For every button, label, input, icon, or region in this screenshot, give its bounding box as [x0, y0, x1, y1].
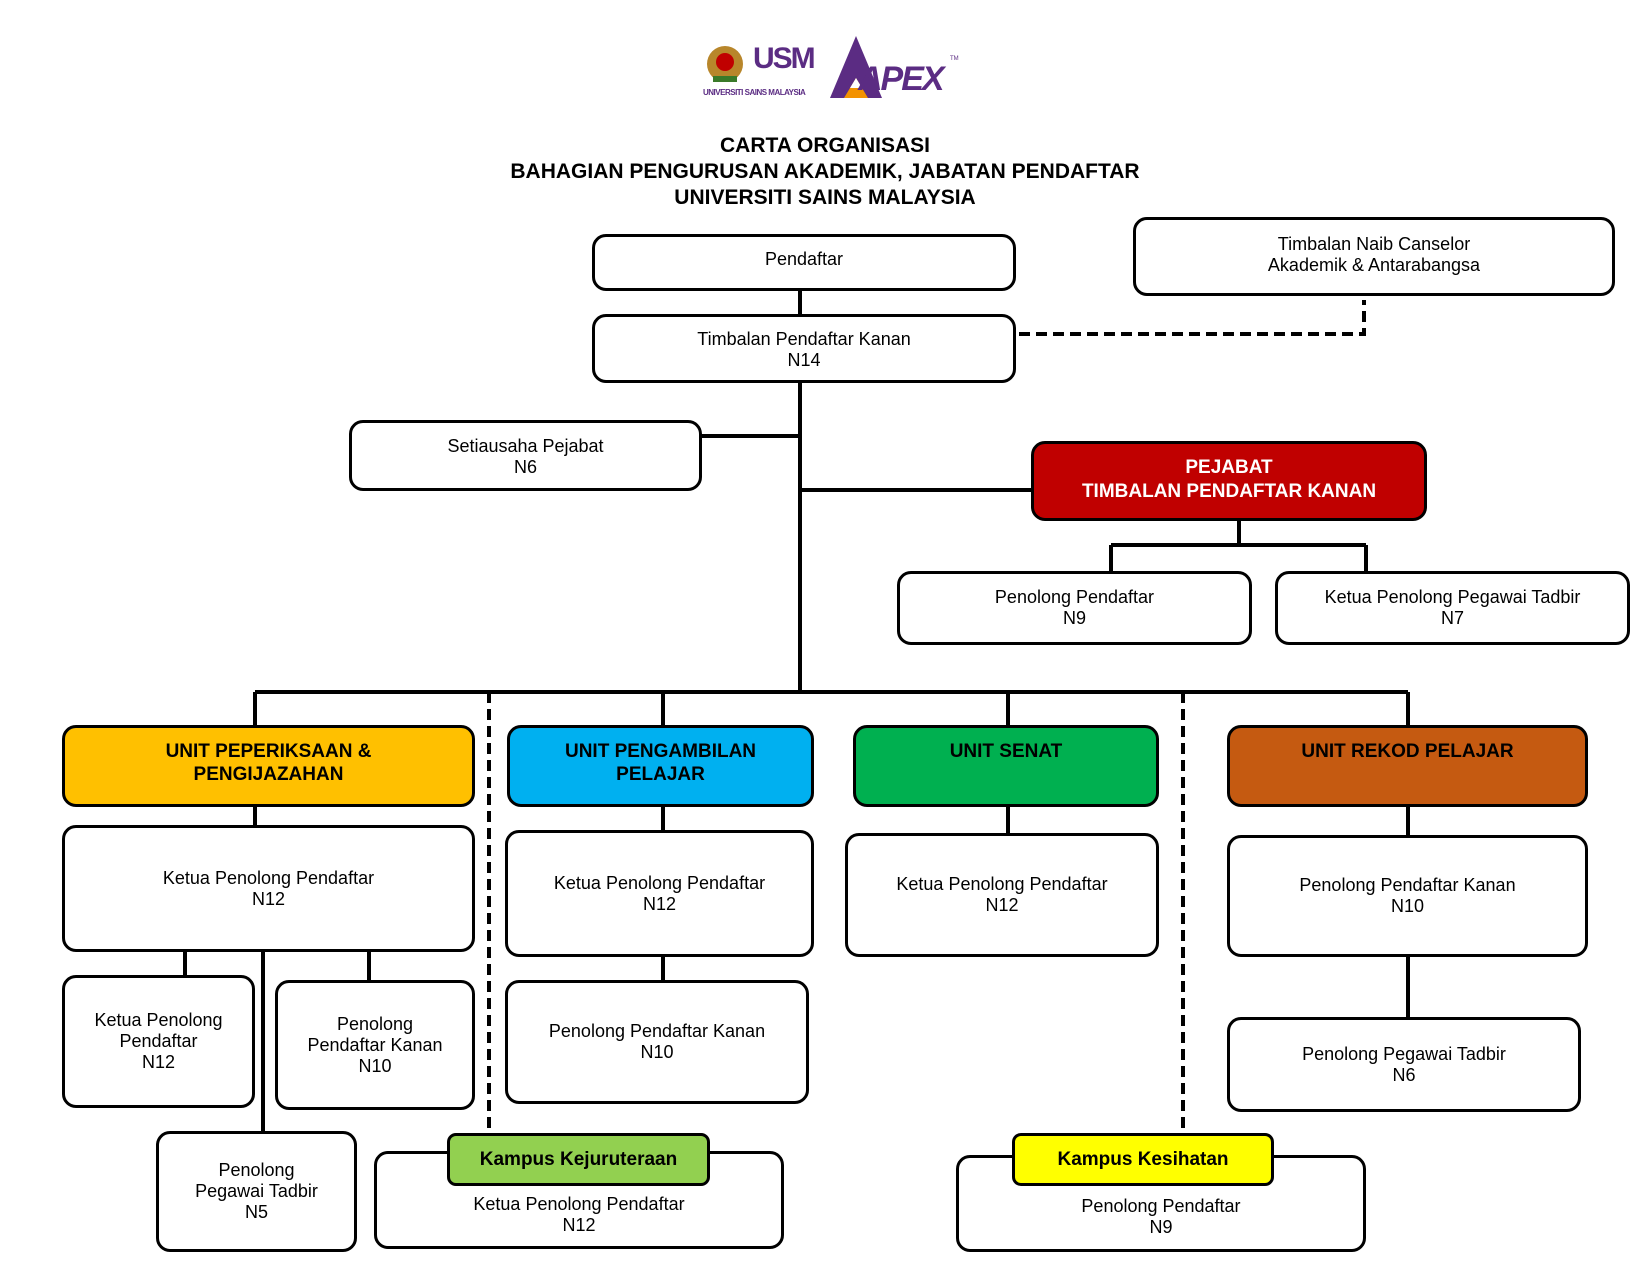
node-grade: N14 [787, 350, 821, 370]
campus-kejuruteraan-staff: Ketua Penolong Pendaftar N12 [374, 1151, 784, 1249]
node-title: Penolong Pendaftar [994, 587, 1155, 607]
node-title: Pendaftar [764, 249, 844, 269]
node-title: Penolong Pendaftar Kanan [548, 1021, 766, 1041]
node-grade: N12 [642, 893, 677, 914]
unit1-head: Ketua Penolong Pendaftar N12 [62, 825, 475, 952]
unit-name: UNIT REKOD PELAJAR [1301, 741, 1514, 762]
chart-title-line2: BAHAGIAN PENGURUSAN AKADEMIK, JABATAN PE… [510, 160, 1140, 183]
node-title: Penolong Pendaftar [1081, 1196, 1241, 1216]
node-title: Ketua Penolong Pegawai Tadbir [1324, 587, 1581, 607]
node-setiausaha-pejabat: Setiausaha Pejabat N6 [349, 420, 702, 491]
node-title: Ketua Penolong Pendaftar [94, 1010, 223, 1051]
node-title: Penolong Pendaftar Kanan [1299, 875, 1516, 895]
node-grade: N9 [1149, 1217, 1173, 1237]
unit-peperiksaan: UNIT PEPERIKSAAN & PENGIJAZAHAN [62, 725, 475, 807]
node-title: Timbalan Naib Canselor Akademik & Antara… [1267, 234, 1481, 275]
apex-logo: APEX TM [822, 32, 962, 104]
usm-logo: USM UNIVERSITI SAINS MALAYSIA [703, 36, 816, 102]
usm-wordmark: USM [753, 42, 816, 75]
unit-pengambilan: UNIT PENGAMBILAN PELAJAR [507, 725, 814, 807]
unit-name: UNIT PENGAMBILAN PELAJAR [564, 741, 757, 785]
usm-subtitle: UNIVERSITI SAINS MALAYSIA [703, 88, 806, 97]
node-title: PEJABAT TIMBALAN PENDAFTAR KANAN [1081, 457, 1377, 502]
node-grade: N12 [985, 895, 1019, 915]
node-title: Ketua Penolong Pendaftar [553, 872, 766, 893]
node-title: Penolong Pegawai Tadbir [195, 1160, 318, 1201]
node-grade: N12 [562, 1215, 596, 1235]
usm-crest-icon [707, 46, 743, 82]
node-grade: N10 [358, 1055, 392, 1076]
unit-name: UNIT SENAT [949, 741, 1063, 762]
unit4-head: Penolong Pendaftar Kanan N10 [1227, 835, 1588, 957]
unit-rekod-pelajar: UNIT REKOD PELAJAR [1227, 725, 1588, 807]
node-grade: N7 [1440, 608, 1464, 628]
apex-tm: TM [950, 56, 959, 62]
node-grade: N10 [640, 1042, 674, 1062]
apex-logo-icon [830, 36, 882, 98]
node-grade: N6 [1392, 1064, 1416, 1085]
node-title: Setiausaha Pejabat [447, 436, 604, 456]
chart-title-line1: CARTA ORGANISASI [720, 134, 930, 157]
unit1-staff-penolong-kanan: Penolong Pendaftar Kanan N10 [275, 980, 475, 1110]
unit-name: UNIT PEPERIKSAAN & PENGIJAZAHAN [165, 741, 372, 785]
apex-wordmark: APEX [858, 60, 945, 98]
node-grade: N6 [513, 457, 537, 477]
unit1-staff-ketua-penolong: Ketua Penolong Pendaftar N12 [62, 975, 255, 1108]
unit3-head: Ketua Penolong Pendaftar N12 [845, 833, 1159, 957]
campus-kesihatan-label: Kampus Kesihatan [1012, 1133, 1274, 1186]
node-pejabat-tpk: PEJABAT TIMBALAN PENDAFTAR KANAN [1031, 441, 1427, 521]
unit2-staff-penolong-kanan: Penolong Pendaftar Kanan N10 [505, 980, 809, 1104]
node-title: Penolong Pendaftar Kanan [307, 1013, 443, 1055]
node-title: Ketua Penolong Pendaftar [896, 874, 1108, 894]
unit4-staff-penolong-pegawai-tadbir: Penolong Pegawai Tadbir N6 [1227, 1017, 1581, 1112]
node-grade: N10 [1390, 896, 1425, 916]
node-title: Ketua Penolong Pendaftar [162, 867, 375, 888]
node-grade: N9 [1062, 608, 1086, 628]
node-title: Timbalan Pendaftar Kanan [697, 329, 911, 349]
node-timbalan-naib-canselor: Timbalan Naib Canselor Akademik & Antara… [1133, 217, 1615, 296]
node-grade: N5 [244, 1202, 268, 1222]
unit2-head: Ketua Penolong Pendaftar N12 [505, 830, 814, 957]
node-grade: N12 [141, 1052, 176, 1072]
node-title: Penolong Pegawai Tadbir [1302, 1043, 1506, 1064]
node-pendaftar: Pendaftar [592, 234, 1016, 291]
node-title: Ketua Penolong Pendaftar [473, 1194, 685, 1214]
campus-kejuruteraan-label: Kampus Kejuruteraan [447, 1133, 710, 1186]
node-timbalan-pendaftar-kanan: Timbalan Pendaftar Kanan N14 [592, 314, 1016, 383]
chart-title-line3: UNIVERSITI SAINS MALAYSIA [674, 186, 976, 209]
unit1-staff-penolong-pegawai-tadbir: Penolong Pegawai Tadbir N5 [156, 1131, 357, 1252]
unit-senat: UNIT SENAT [853, 725, 1159, 807]
node-penolong-pendaftar-n9: Penolong Pendaftar N9 [897, 571, 1252, 645]
node-ketua-penolong-pegawai-tadbir: Ketua Penolong Pegawai Tadbir N7 [1275, 571, 1630, 645]
node-grade: N12 [251, 888, 286, 909]
line-tnc-dashed [1019, 300, 1366, 336]
